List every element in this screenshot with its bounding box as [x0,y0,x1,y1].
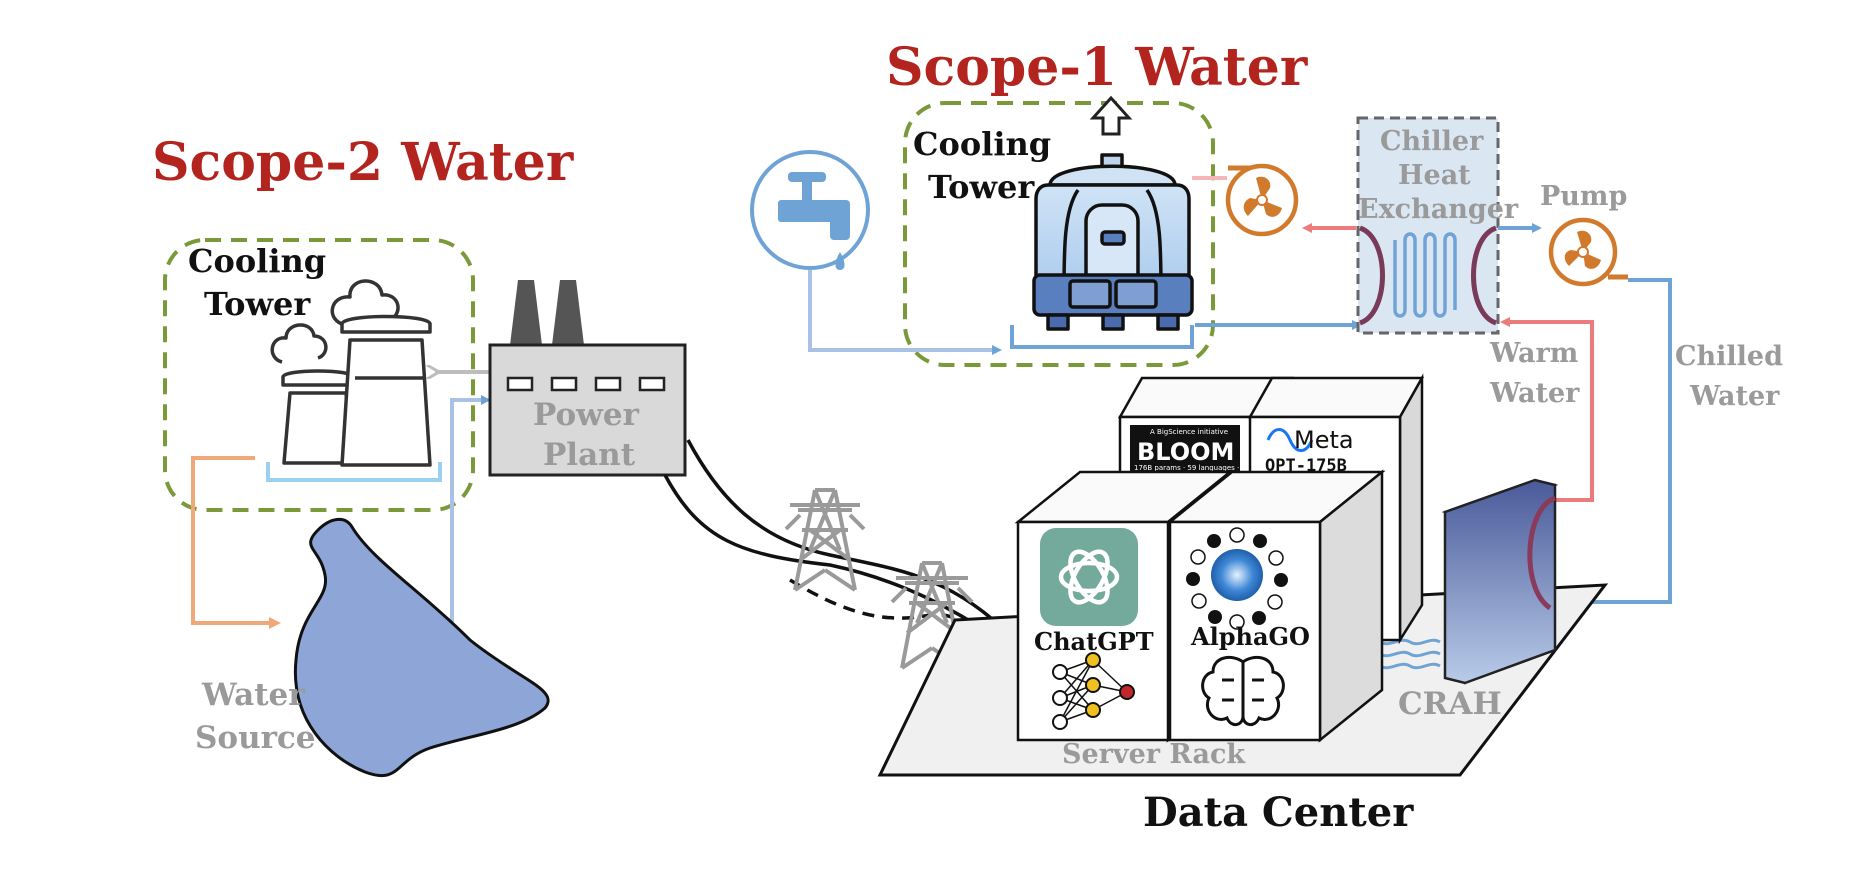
meta-logo: Meta OPT-175B [1265,426,1354,476]
alphago-label: AlphaGO [1190,622,1310,651]
power-plant-label-1: Power [533,397,640,433]
scope2-basin [266,462,442,482]
chatgpt-label: ChatGPT [1034,627,1154,656]
pump-label: Pump [1540,181,1627,212]
alphago-logo [1186,527,1288,630]
brain-icon [1201,655,1285,726]
chilled-water-label-2: Water [1689,381,1780,412]
neural-network-icon [1052,652,1135,730]
chiller-label-3: Exchanger [1358,194,1519,225]
scope2-tower-label-1: Cooling [188,242,326,280]
power-plant-icon [488,280,687,477]
cooling-tower-icon [1032,153,1194,331]
power-plant-label-2: Plant [543,437,636,473]
scope1-title: Scope-1 Water [886,37,1308,98]
water-source-label-2: Source [195,720,316,756]
cooling-tower-icon [270,279,432,467]
chiller-label-2: Heat [1398,160,1471,191]
bloom-stats: 176B params · 59 languages · Open-access [1134,464,1287,472]
faucet-supply-pipe [808,270,1002,355]
data-center-label: Data Center [1143,789,1414,836]
scope1-dashed-box [903,101,1215,367]
water-source-lake [293,518,550,778]
bloom-text: BLOOM [1137,438,1234,466]
airflow-icon [1379,638,1441,670]
scope2-dashed-box [163,238,475,512]
faucet-icon [778,172,850,270]
server-rack-label: Server Rack [1062,739,1246,770]
chilled-water-label-1: Chilled [1675,341,1783,372]
bloom-logo [1130,425,1240,475]
heat-exchanger-coil-icon [1358,225,1498,326]
pylon-icon [784,488,866,592]
scope2-tower-label-2: Tower [204,285,311,323]
water-source-label-1: Water [201,677,305,713]
evaporation-arrow-icon [1089,95,1133,136]
openai-logo [1040,528,1138,626]
scope1-tower-label-1: Cooling [913,125,1051,163]
warm-water-pipe [1500,317,1594,502]
crah-label: CRAH [1398,686,1502,722]
meta-text: Meta [1294,426,1354,454]
scope2-outflow-pipe [191,456,281,629]
warm-water-label-1: Warm [1489,338,1578,369]
pump-icon [1548,217,1628,287]
chilled-water-pipe [1558,278,1672,607]
bloom-caption: A BigScience initiative [1150,428,1228,436]
scope1-basin [1010,325,1194,349]
fan-icon [1225,163,1299,237]
scope2-title: Scope-2 Water [152,132,574,193]
scope1-tower-label-2: Tower [928,168,1035,206]
chiller-label-1: Chiller [1380,126,1484,157]
crah-unit [1441,478,1559,685]
warm-water-label-2: Water [1489,378,1580,409]
